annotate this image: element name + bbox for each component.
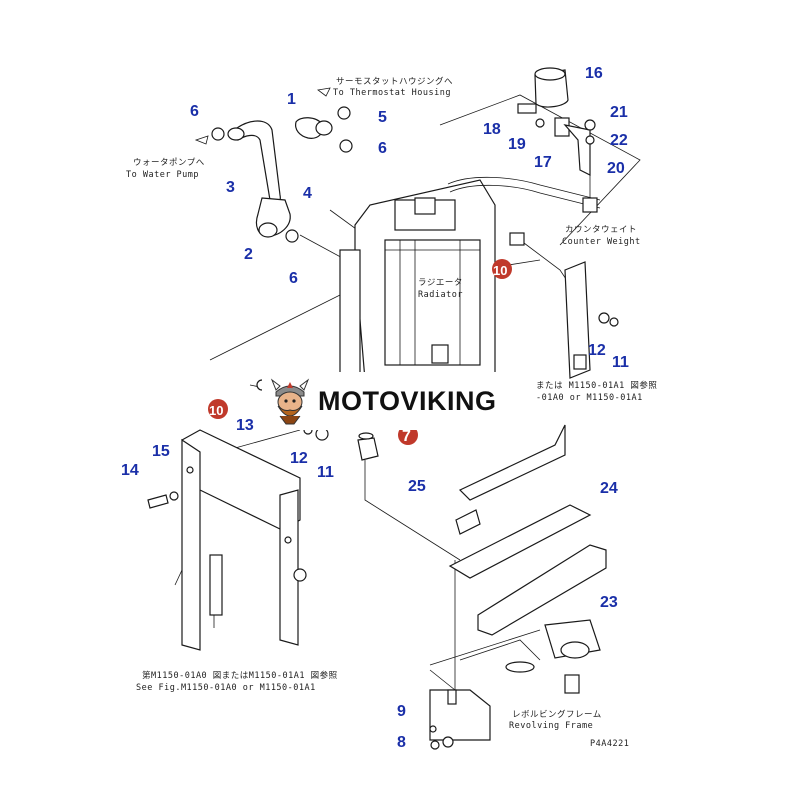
trim-parts bbox=[448, 424, 607, 636]
note-water-pump-en: To Water Pump bbox=[126, 170, 199, 180]
note-thermostat-en: To Thermostat Housing bbox=[333, 88, 451, 98]
callout-9: 9 bbox=[397, 703, 406, 720]
mount-7 bbox=[256, 379, 379, 461]
callout-21: 21 bbox=[610, 104, 628, 121]
callout-labels: 1 2 3 4 5 6 6 6 7 8 9 10 10 11 11 12 12 … bbox=[121, 65, 629, 751]
callout-24: 24 bbox=[600, 480, 618, 497]
callout-4: 4 bbox=[303, 185, 312, 202]
callout-19: 19 bbox=[508, 136, 526, 153]
figure-code: P4A4221 bbox=[590, 739, 629, 749]
callout-25: 25 bbox=[408, 478, 426, 495]
callout-10-right: 10 bbox=[493, 263, 507, 278]
callout-20: 20 bbox=[607, 160, 625, 177]
callout-8: 8 bbox=[397, 734, 406, 751]
callout-22: 22 bbox=[610, 132, 628, 149]
callout-12-left: 12 bbox=[290, 450, 308, 467]
logo-text: MOTOVIKING bbox=[318, 385, 497, 416]
note-counter-weight-en: Counter Weight bbox=[562, 237, 641, 247]
callout-14: 14 bbox=[121, 462, 139, 479]
callout-15: 15 bbox=[152, 443, 170, 460]
callout-1: 1 bbox=[287, 91, 296, 108]
note-thermostat-jp: サーモスタットハウジングへ bbox=[336, 76, 453, 87]
callout-5: 5 bbox=[378, 109, 387, 126]
callout-17: 17 bbox=[534, 154, 552, 171]
note-see-fig-left-en: See Fig.M1150-01A0 or M1150-01A1 bbox=[136, 683, 316, 693]
callout-10-left: 10 bbox=[209, 403, 223, 418]
callout-16: 16 bbox=[585, 65, 603, 82]
callout-18: 18 bbox=[483, 121, 501, 138]
note-water-pump-jp: ウォータポンプへ bbox=[133, 158, 205, 168]
callout-3: 3 bbox=[226, 179, 235, 196]
callout-6-top-right: 6 bbox=[378, 140, 387, 157]
note-see-fig-left-jp: 第M1150-01A0 図またはM1150-01A1 図参照 bbox=[142, 670, 338, 681]
hose-thermostat-part-1 bbox=[295, 117, 333, 139]
callout-2: 2 bbox=[244, 246, 253, 263]
callout-23: 23 bbox=[600, 594, 618, 611]
right-bracket bbox=[509, 232, 619, 379]
note-radiator-en: Radiator bbox=[418, 290, 463, 300]
reference-notes: サーモスタットハウジングへ To Thermostat Housing ウォータ… bbox=[126, 76, 657, 749]
note-radiator-jp: ラジエータ bbox=[418, 278, 463, 288]
upper-hose bbox=[227, 120, 281, 206]
callout-12-right: 12 bbox=[588, 342, 606, 359]
note-revolving-jp: レボルビングフレーム bbox=[512, 709, 602, 720]
reserve-tank bbox=[517, 67, 598, 213]
radiator bbox=[339, 176, 601, 391]
note-revolving-en: Revolving Frame bbox=[509, 721, 593, 731]
revolving-frame bbox=[429, 619, 601, 750]
callout-13: 13 bbox=[236, 417, 254, 434]
lower-hose bbox=[255, 197, 291, 238]
note-see-fig-right-en: -01A0 or M1150-01A1 bbox=[536, 393, 643, 403]
viking-mascot-icon bbox=[270, 378, 310, 425]
circled-callout-backgrounds bbox=[208, 259, 512, 445]
note-counter-weight-jp: カウンタウェイト bbox=[565, 225, 637, 235]
callout-7: 7 bbox=[402, 428, 411, 445]
callout-6-top-left: 6 bbox=[190, 103, 199, 120]
watermark-logo: MOTOVIKING bbox=[262, 372, 534, 430]
clamp-parts bbox=[194, 87, 353, 243]
callout-6-mid: 6 bbox=[289, 270, 298, 287]
callout-11-left: 11 bbox=[317, 464, 334, 481]
left-support-frame bbox=[147, 425, 329, 651]
note-see-fig-right-jp: または M1150-01A1 図参照 bbox=[536, 380, 657, 391]
callout-11-right: 11 bbox=[612, 354, 629, 371]
